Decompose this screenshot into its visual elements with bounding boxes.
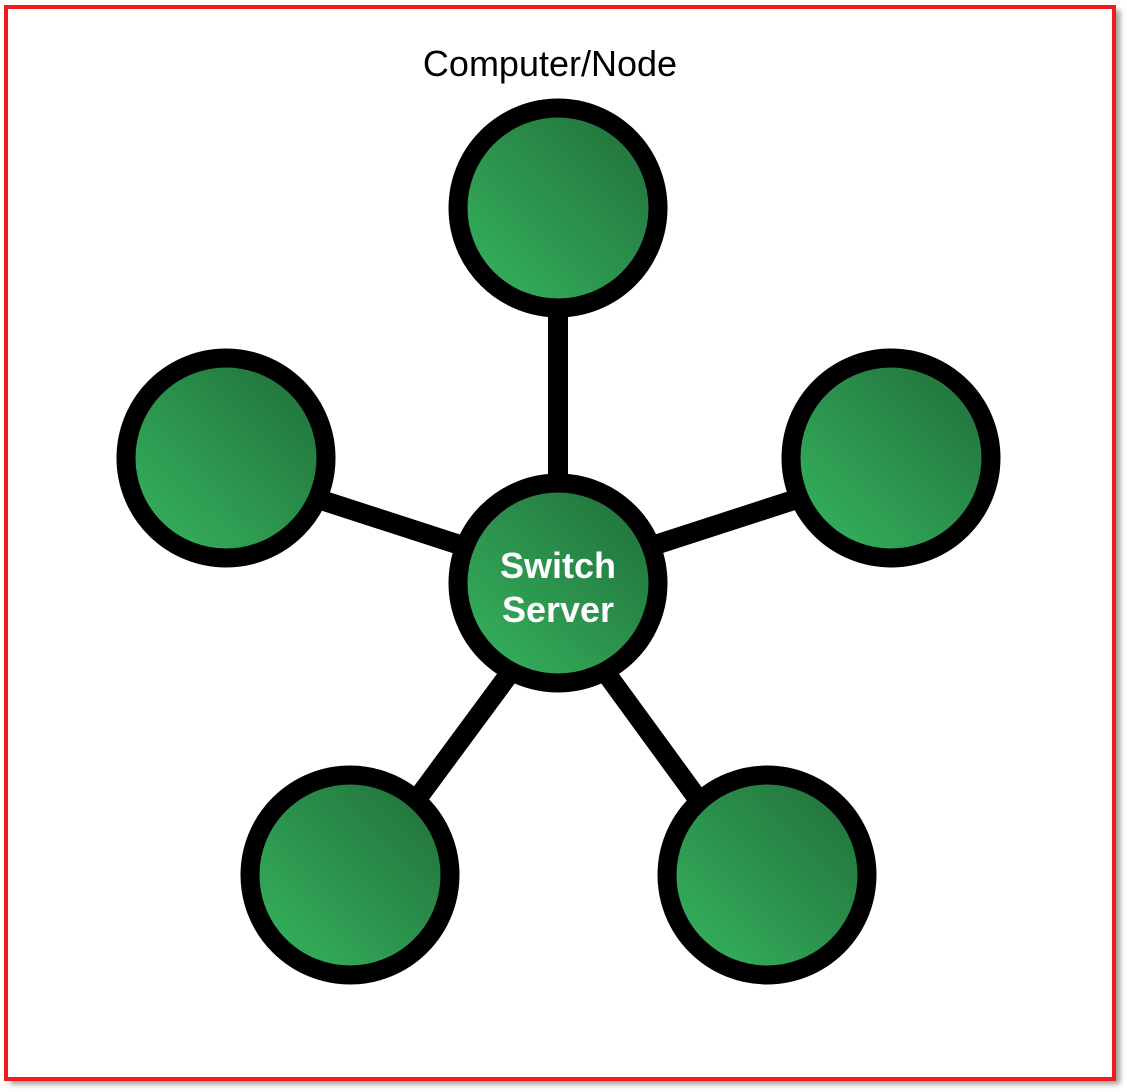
diagram-title: Computer/Node <box>422 43 678 84</box>
node-bottom-left <box>240 765 460 985</box>
hub-switch-server: Switch Server <box>448 473 668 693</box>
hub-label-line1: Switch <box>500 545 616 586</box>
hub-label-line2: Server <box>502 589 614 630</box>
connector-bottom-left <box>411 667 519 801</box>
node-right <box>781 348 1001 568</box>
connector-left <box>311 488 464 555</box>
node-top <box>448 98 668 318</box>
connector-bottom-right <box>597 667 704 801</box>
connector-right <box>651 488 804 555</box>
node-bottom-right <box>657 765 877 985</box>
node-left <box>116 348 336 568</box>
connector-lines <box>311 310 804 801</box>
